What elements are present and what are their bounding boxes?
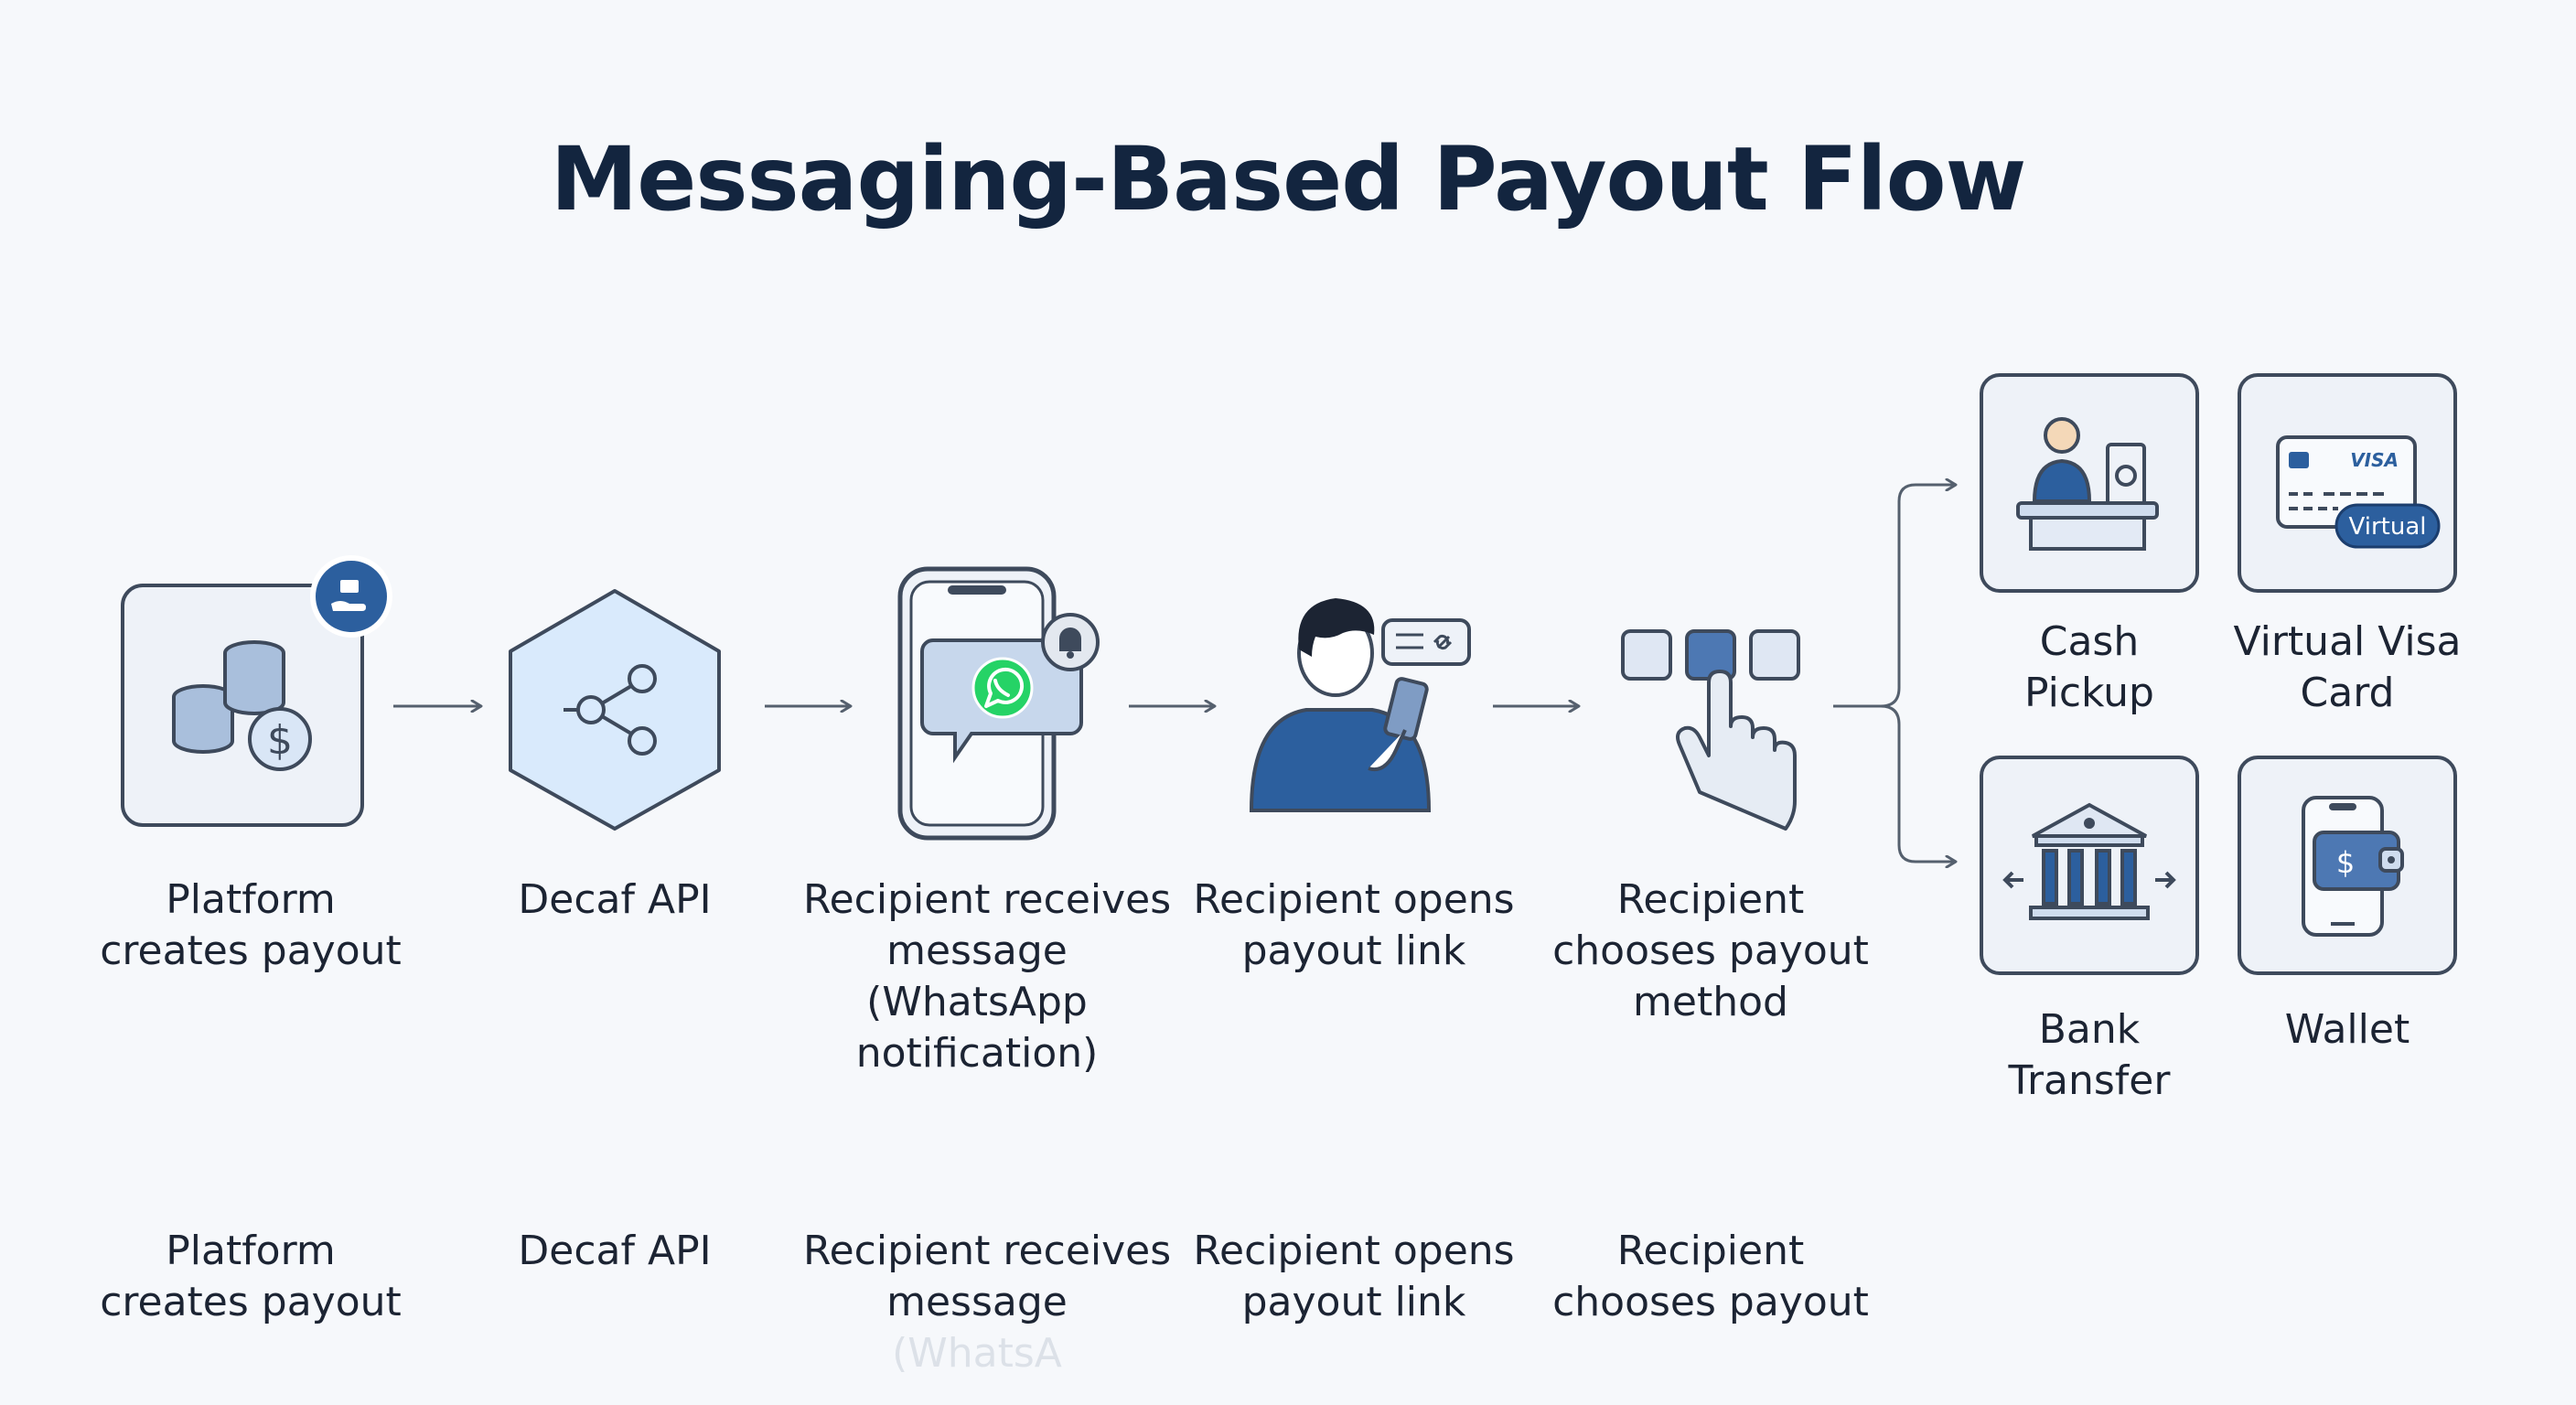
share-nodes-icon <box>564 664 657 756</box>
api-node <box>509 589 721 831</box>
visa-card-icon: VISA Virtual <box>2276 435 2441 549</box>
bank-icon <box>2002 802 2176 920</box>
step-label-api: Decaf API <box>518 876 712 923</box>
choose-node <box>1621 629 1800 831</box>
open-node <box>1249 598 1471 812</box>
wallet-icon: $ <box>2302 796 2404 937</box>
visa-node: VISA Virtual <box>2238 373 2457 593</box>
message-node <box>897 566 1100 841</box>
link-bubble-icon <box>1381 618 1471 666</box>
cash-node <box>1980 373 2199 593</box>
coins-icon: $ <box>172 640 312 771</box>
virtual-badge-text: Virtual <box>2349 513 2427 541</box>
svg-text:$: $ <box>267 717 293 764</box>
diagram-title: Messaging-Based Payout Flow <box>550 128 2027 231</box>
cash-counter-icon <box>2016 417 2159 551</box>
repeat-label-api: Decaf API <box>518 1228 712 1274</box>
platform-node: $ <box>121 555 392 827</box>
svg-text:$: $ <box>2336 845 2355 880</box>
option-boxes <box>1621 629 1800 681</box>
hand-money-icon <box>310 555 392 638</box>
bank-node <box>1980 756 2199 975</box>
person-phone-icon <box>1249 598 1432 812</box>
visa-brand-text: VISA <box>2350 449 2399 471</box>
hand-tap-icon <box>1676 670 1797 831</box>
method-label-wallet: Wallet <box>2284 1006 2410 1053</box>
bell-icon <box>1041 613 1100 671</box>
branch-connector <box>1833 485 1956 708</box>
whatsapp-icon <box>971 657 1034 719</box>
wallet-node: $ <box>2238 756 2457 975</box>
flow-arrows <box>393 485 1956 862</box>
repeat-label-message-faded: (WhatsA <box>892 1330 1062 1377</box>
